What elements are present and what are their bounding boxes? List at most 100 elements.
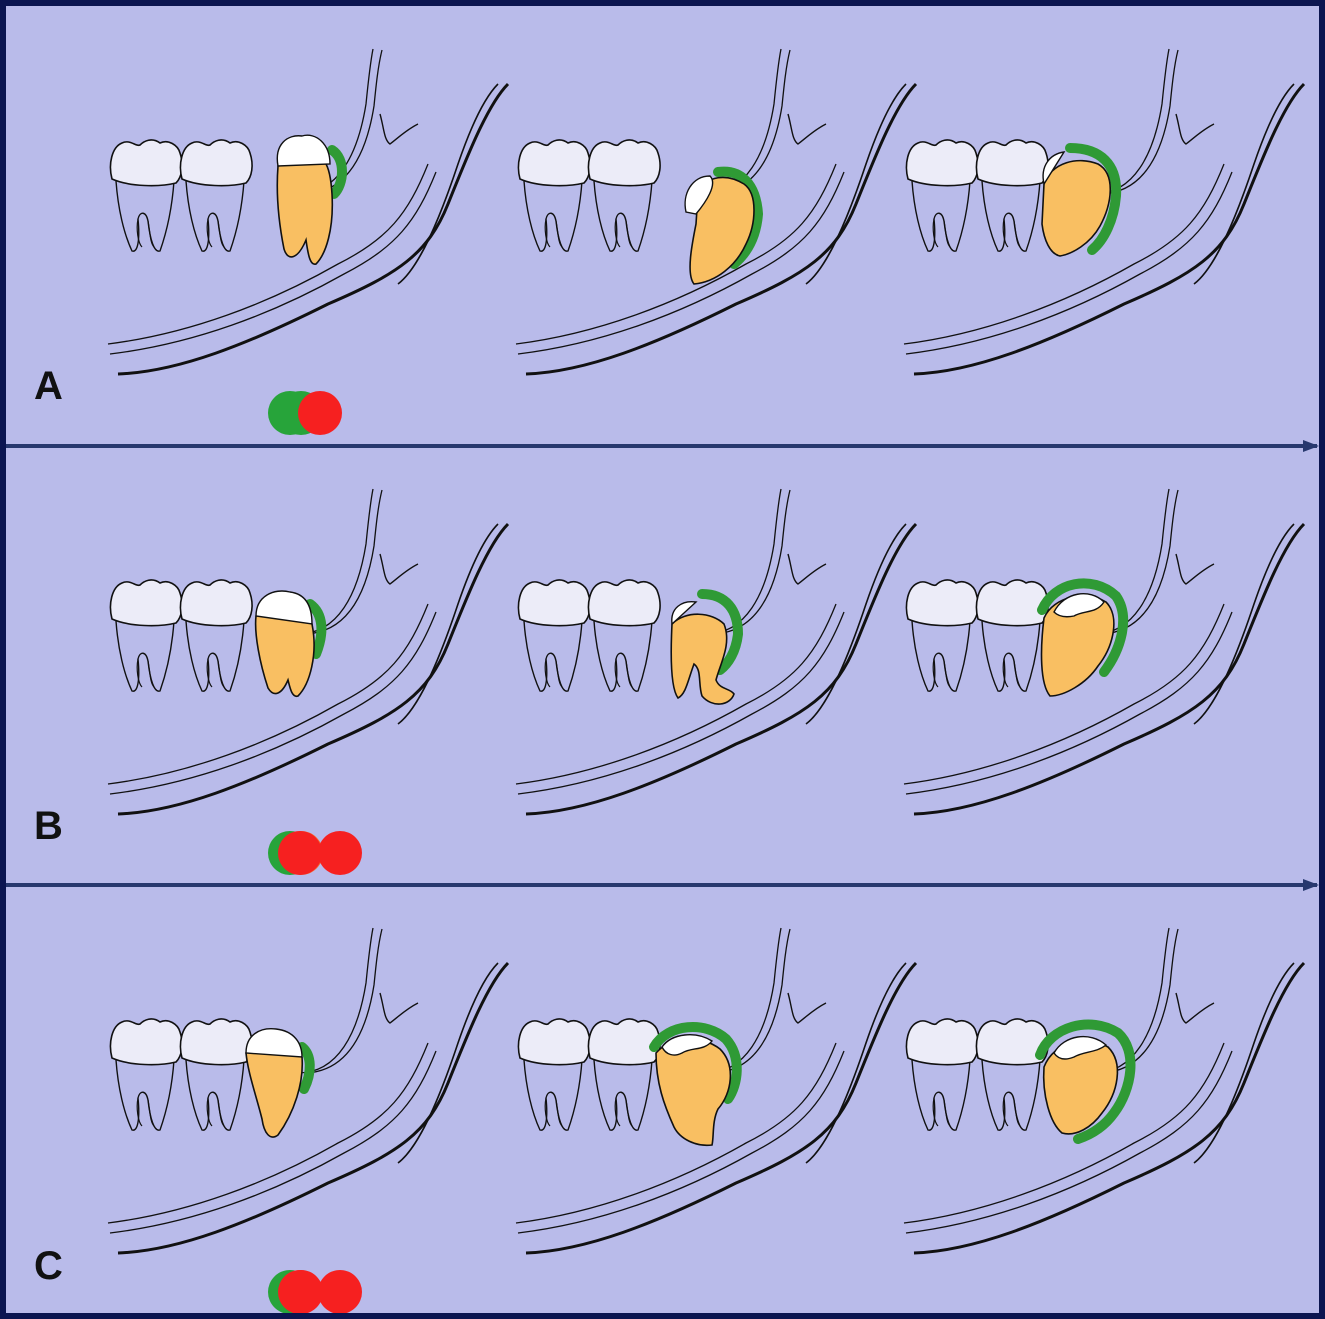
- molar-crown: [110, 140, 182, 186]
- risk-indicator: [278, 830, 362, 876]
- jaw-drawing: [98, 44, 518, 384]
- second-molar: [588, 1019, 660, 1130]
- first-molar: [906, 140, 978, 251]
- jaw-inner-curve: [1194, 524, 1294, 724]
- molar-crown: [588, 580, 660, 626]
- first-molar: [906, 580, 978, 691]
- jaw-drawing: [894, 484, 1314, 824]
- wisdom-tooth-body: [277, 158, 332, 264]
- ramus-line-2: [714, 490, 790, 634]
- tooth-extraction-figure: A B C: [6, 6, 1319, 1313]
- risk-indicator: [278, 1269, 362, 1313]
- molar-root-inner: [545, 219, 562, 247]
- second-molar: [180, 140, 252, 251]
- risk-dot-red: [278, 831, 322, 875]
- dental-follicle: [302, 1047, 310, 1089]
- row-label-b: B: [34, 804, 63, 849]
- molar-root-inner: [137, 219, 154, 247]
- jaw-inner-curve: [806, 84, 906, 284]
- jaw-drawing: [894, 923, 1314, 1263]
- lingula-line: [788, 114, 826, 144]
- canal-line-2: [110, 172, 436, 354]
- jaw-inner-curve: [806, 524, 906, 724]
- molar-root: [524, 1060, 582, 1130]
- panel-a3: [894, 44, 1294, 464]
- row-label-a: A: [34, 364, 63, 409]
- risk-dot-red: [318, 1270, 362, 1313]
- molar-root: [982, 621, 1040, 691]
- second-molar: [588, 580, 660, 691]
- ramus-line-1: [706, 489, 781, 634]
- canal-line-1: [516, 164, 836, 344]
- jaw-inner-curve: [398, 524, 498, 724]
- molar-root-inner: [137, 1098, 154, 1126]
- molar-crown: [518, 140, 590, 186]
- lingula-line: [788, 554, 826, 584]
- molar-crown: [518, 580, 590, 626]
- wisdom-tooth: [654, 1027, 737, 1145]
- risk-dot-red: [318, 831, 362, 875]
- molar-root: [912, 1060, 970, 1130]
- wisdom-tooth-body: [256, 611, 314, 696]
- wisdom-tooth: [256, 591, 322, 696]
- ramus-line-2: [1102, 490, 1178, 634]
- molar-crown: [180, 140, 252, 186]
- panel-b2: [506, 484, 906, 904]
- first-molar: [518, 140, 590, 251]
- molar-root: [594, 1060, 652, 1130]
- canal-line-2: [518, 172, 844, 354]
- jaw-drawing: [98, 484, 518, 824]
- molar-root-inner: [207, 219, 224, 247]
- molar-root-inner: [545, 1098, 562, 1126]
- wisdom-tooth: [277, 135, 342, 264]
- first-molar: [110, 1019, 182, 1130]
- canal-line-1: [108, 164, 428, 344]
- molar-root: [116, 181, 174, 251]
- risk-dot-red: [278, 1270, 322, 1313]
- molar-root-inner: [933, 1098, 950, 1126]
- molar-crown: [976, 580, 1048, 626]
- molar-root-inner: [207, 659, 224, 687]
- molar-root: [594, 181, 652, 251]
- wisdom-tooth: [685, 172, 758, 284]
- first-molar: [518, 1019, 590, 1130]
- ramus-line-2: [306, 929, 382, 1073]
- molar-crown: [906, 1019, 978, 1065]
- risk-indicator: [298, 390, 342, 436]
- second-molar: [588, 140, 660, 251]
- molar-root: [982, 181, 1040, 251]
- first-molar: [110, 140, 182, 251]
- jaw-inner-curve: [806, 963, 906, 1163]
- panel-c1: [98, 923, 498, 1313]
- jaw-inner-curve: [1194, 84, 1294, 284]
- molar-root: [116, 1060, 174, 1130]
- molar-root-inner: [1003, 219, 1020, 247]
- lingula-line: [1176, 114, 1214, 144]
- wisdom-tooth-crown: [246, 1029, 302, 1057]
- panel-c2: [506, 923, 906, 1313]
- row-label-c: C: [34, 1244, 63, 1289]
- wisdom-tooth-crown: [277, 135, 330, 166]
- first-molar: [518, 580, 590, 691]
- molar-root: [186, 621, 244, 691]
- molar-root: [186, 181, 244, 251]
- molar-crown: [180, 580, 252, 626]
- molar-root-inner: [933, 659, 950, 687]
- lingula-line: [380, 114, 418, 144]
- wisdom-tooth-body: [656, 1039, 730, 1145]
- lingula-line: [380, 554, 418, 584]
- molar-crown: [906, 140, 978, 186]
- molar-crown: [588, 140, 660, 186]
- first-molar: [110, 580, 182, 691]
- jaw-inner-curve: [398, 963, 498, 1163]
- jaw-drawing: [506, 484, 926, 824]
- panel-c3: [894, 923, 1294, 1313]
- second-molar: [180, 1019, 252, 1130]
- lingula-line: [1176, 554, 1214, 584]
- molar-root: [116, 621, 174, 691]
- ramus-line-2: [1102, 929, 1178, 1073]
- molar-root-inner: [615, 659, 632, 687]
- jaw-drawing: [506, 923, 926, 1263]
- molar-crown: [976, 140, 1048, 186]
- risk-dot-red: [298, 391, 342, 435]
